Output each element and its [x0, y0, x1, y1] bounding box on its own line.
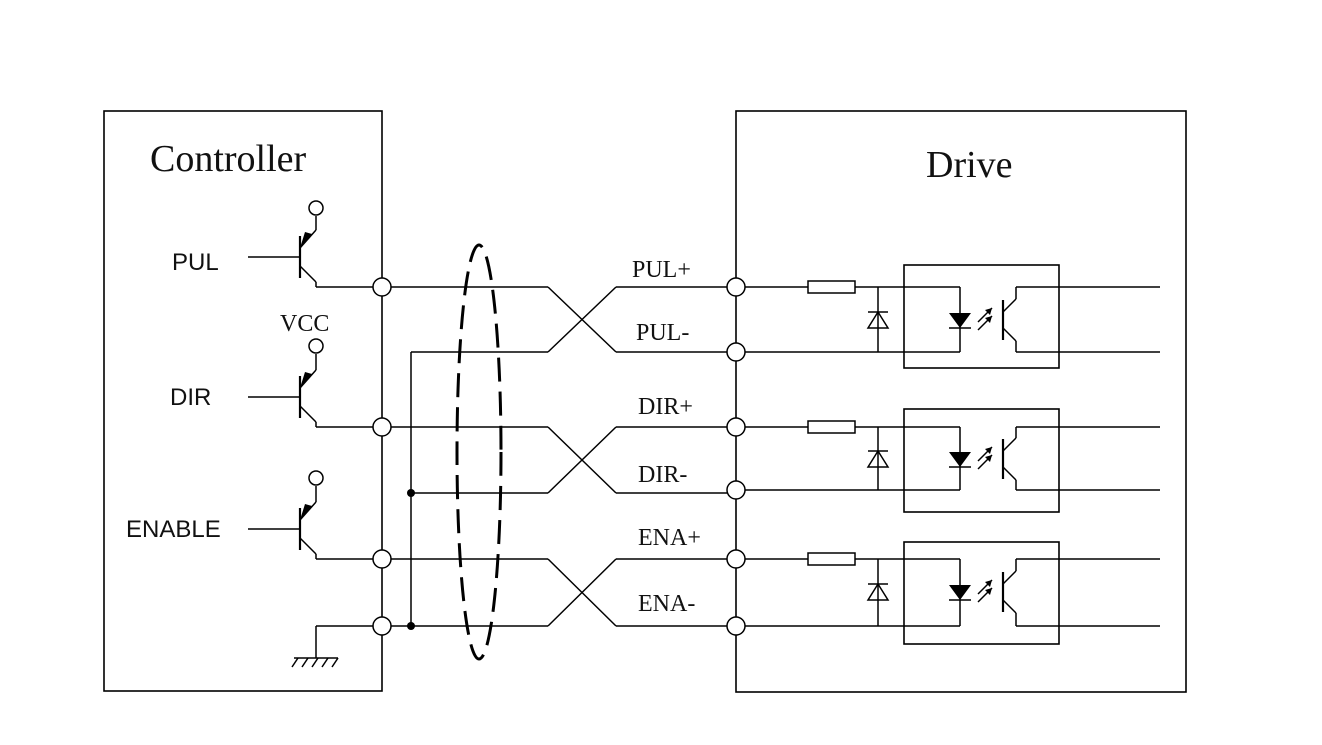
pin-label-ena-minus: ENA- [638, 591, 695, 617]
controller-terminal [372, 616, 392, 636]
pin-label-pul-plus: PUL+ [632, 257, 691, 283]
controller-terminal [372, 417, 392, 437]
wire-pair-ena [390, 558, 728, 627]
pin-label-dir-minus: DIR- [638, 462, 687, 488]
drive-title: Drive [926, 144, 1013, 186]
drive-terminal-pul-minus [726, 342, 746, 362]
pin-label-dir-plus: DIR+ [638, 394, 693, 420]
cable-shield [455, 243, 503, 661]
transistor-pul [248, 200, 374, 288]
wire-pair-dir [390, 426, 728, 494]
drive-terminal-ena-minus [726, 616, 746, 636]
drive-box [735, 110, 1187, 693]
controller-box [103, 110, 383, 692]
pin-label-ena-plus: ENA+ [638, 525, 701, 551]
ground-symbol [291, 625, 374, 668]
optocoupler-channel-pul [744, 264, 1160, 369]
transistor-dir [248, 338, 374, 428]
drive-terminal-dir-plus [726, 417, 746, 437]
pin-label-pul-minus: PUL- [636, 320, 689, 346]
signal-label-pul: PUL [172, 249, 219, 276]
drive-terminal-ena-plus [726, 549, 746, 569]
signal-label-enable: ENABLE [126, 516, 221, 543]
optocoupler-channel-dir [744, 408, 1160, 513]
optocoupler-channel-ena [744, 541, 1160, 645]
controller-terminal [372, 277, 392, 297]
controller-title: Controller [150, 138, 307, 180]
vcc-label: VCC [280, 311, 329, 337]
wire-pair-pul [390, 286, 728, 353]
signal-label-dir: DIR [170, 384, 211, 411]
controller-terminal [372, 549, 392, 569]
drive-terminal-pul-plus [726, 277, 746, 297]
drive-terminal-dir-minus [726, 480, 746, 500]
transistor-enable [248, 470, 374, 560]
